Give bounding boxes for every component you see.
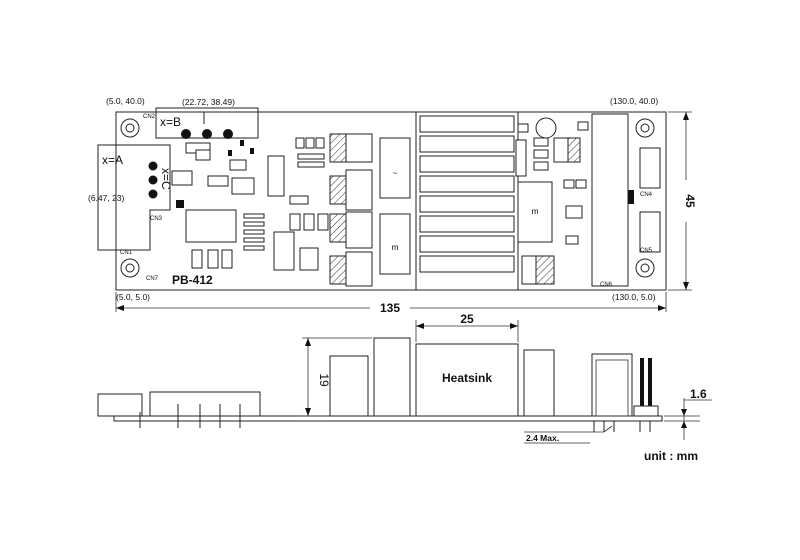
label-x-c: x=C — [159, 168, 173, 190]
unit-label: unit : mm — [644, 449, 698, 463]
svg-text:135: 135 — [380, 301, 400, 315]
power-transistors-left — [329, 133, 373, 287]
svg-text:45: 45 — [683, 194, 697, 208]
cn4-label: CN4 — [640, 192, 653, 198]
small-components-right: m — [515, 117, 589, 285]
cn3-label: CN3 — [150, 216, 163, 222]
cn6-label: CN6 — [600, 282, 613, 288]
pcb-outline — [115, 111, 667, 291]
side-pcb — [113, 415, 663, 422]
heatsink-top-view — [415, 111, 519, 291]
output-connector-block — [591, 113, 661, 287]
cn1-label: CN1 — [120, 250, 133, 256]
side-view: Heatsink 25 19 — [97, 312, 712, 463]
magnetics-left: ~ m — [379, 137, 411, 275]
mounting-holes — [120, 118, 655, 278]
side-heatsink — [415, 343, 519, 417]
top-view: ~ m m — [88, 96, 697, 315]
cn2-label: CN2 — [143, 114, 156, 120]
label-x-a: x=A — [102, 153, 123, 167]
dimension-heatsink-width: 25 — [415, 312, 519, 342]
coord-bottom-right: (130.0, 5.0) — [612, 292, 656, 302]
svg-text:2.4 Max.: 2.4 Max. — [526, 433, 559, 443]
svg-text:19: 19 — [317, 373, 331, 387]
coord-bottom-left: (5.0, 5.0) — [116, 292, 150, 302]
svg-text:m: m — [391, 242, 398, 252]
left-connector-outline — [97, 144, 171, 251]
board-label: PB-412 — [172, 273, 213, 287]
dimension-width: 135 — [115, 292, 667, 315]
header-pins — [148, 129, 233, 199]
label-x-b: x=B — [160, 115, 181, 129]
dimension-height: 45 — [668, 111, 697, 291]
dimension-pin-length: 2.4 Max. — [524, 425, 613, 444]
svg-text:m: m — [531, 206, 538, 216]
heatsink-label: Heatsink — [442, 371, 492, 385]
coord-top-right: (130.0, 40.0) — [610, 96, 658, 106]
svg-text:~: ~ — [393, 168, 398, 178]
dimension-thickness: 1.6 — [664, 387, 712, 440]
svg-text:1.6: 1.6 — [690, 387, 707, 401]
dimension-height-side: 19 — [302, 337, 372, 417]
svg-text:25: 25 — [460, 312, 474, 326]
small-components-left — [171, 137, 329, 271]
cn5-label: CN5 — [640, 248, 653, 254]
coord-point-a: (6.47, 23) — [88, 193, 125, 203]
coord-point-b: (22.72, 38.49) — [182, 97, 235, 107]
coord-top-left: (5.0, 40.0) — [106, 96, 145, 106]
cn7-label: CN7 — [146, 276, 159, 282]
